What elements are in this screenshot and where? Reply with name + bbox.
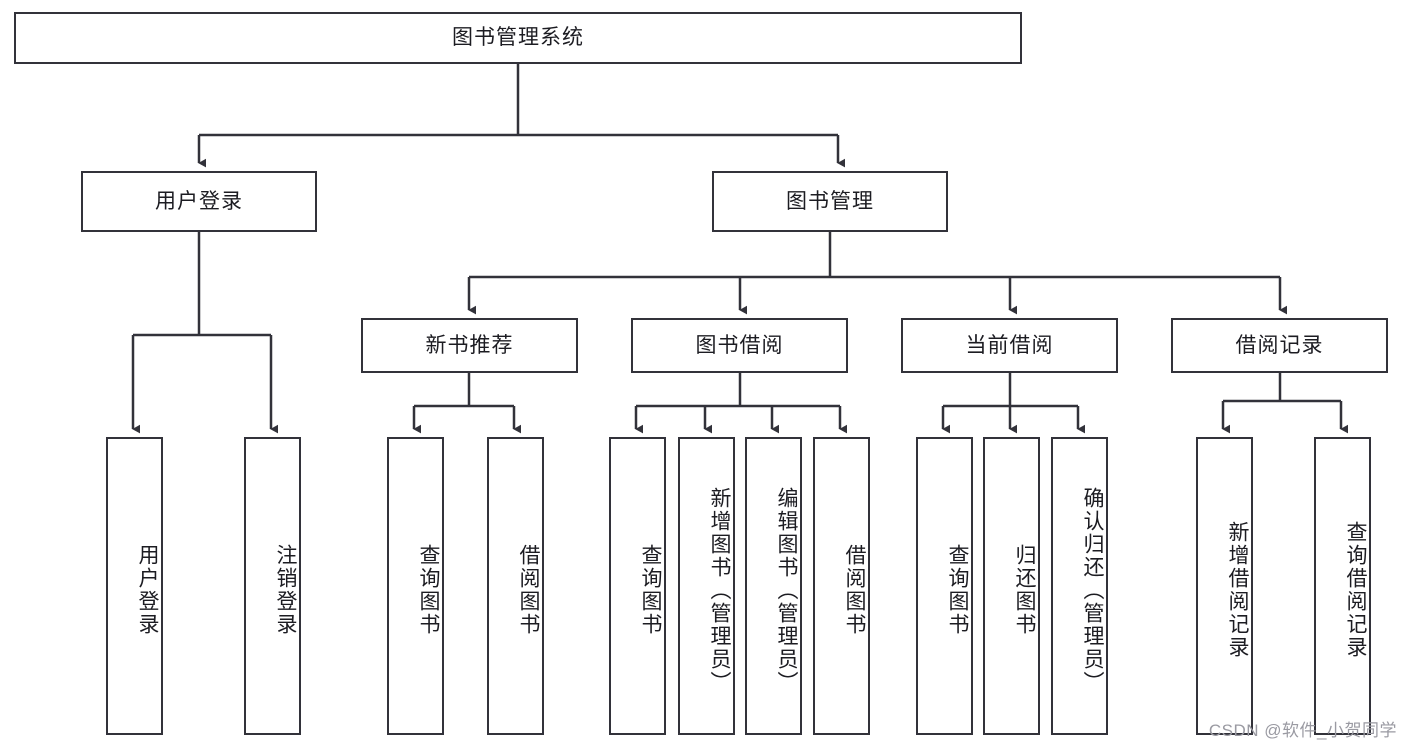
leaf-user-login[interactable]: 用户登录: [106, 437, 163, 735]
leaf-add-book-admin[interactable]: 新增图书（管理员）: [678, 437, 735, 735]
leaf-query-books-current[interactable]: 查询图书: [916, 437, 973, 735]
node-book-borrowing[interactable]: 图书借阅: [631, 318, 848, 373]
leaf-query-books-borrowing[interactable]: 查询图书: [609, 437, 666, 735]
node-label: 新增借阅记录: [1226, 521, 1249, 659]
leaf-query-books-new-recommend[interactable]: 查询图书: [387, 437, 444, 735]
csdn-watermark: CSDN @软件_小贺同学: [1208, 721, 1397, 740]
leaf-borrow-books-new-recommend[interactable]: 借阅图书: [487, 437, 544, 735]
leaf-borrow-books-borrowing[interactable]: 借阅图书: [813, 437, 870, 735]
node-label: 新增图书（管理员）: [708, 486, 731, 694]
leaf-add-borrowing-record[interactable]: 新增借阅记录: [1196, 437, 1253, 735]
node-label: 借阅记录: [1235, 333, 1324, 357]
node-label: 图书借阅: [695, 333, 784, 357]
node-label: 新书推荐: [425, 333, 514, 357]
leaf-return-books[interactable]: 归还图书: [983, 437, 1040, 735]
node-user-login[interactable]: 用户登录: [81, 171, 317, 232]
node-label: 查询借阅记录: [1344, 521, 1367, 659]
node-label: 查询图书: [946, 544, 969, 636]
node-label: 用户登录: [155, 189, 243, 213]
leaf-logout[interactable]: 注销登录: [244, 437, 301, 735]
node-label: 图书管理系统: [452, 26, 584, 50]
node-current-borrowing[interactable]: 当前借阅: [901, 318, 1118, 373]
node-label: 归还图书: [1013, 544, 1036, 636]
node-book-management[interactable]: 图书管理: [712, 171, 948, 232]
node-label: 借阅图书: [517, 544, 540, 636]
node-root-book-management-system[interactable]: 图书管理系统: [14, 12, 1022, 64]
leaf-query-borrowing-record[interactable]: 查询借阅记录: [1314, 437, 1371, 735]
node-label: 注销登录: [274, 544, 297, 636]
leaf-edit-book-admin[interactable]: 编辑图书（管理员）: [745, 437, 802, 735]
node-new-book-recommendation[interactable]: 新书推荐: [361, 318, 578, 373]
leaf-confirm-return-admin[interactable]: 确认归还（管理员）: [1051, 437, 1108, 735]
node-label: 编辑图书（管理员）: [775, 486, 798, 694]
node-label: 查询图书: [639, 544, 662, 636]
node-label: 确认归还（管理员）: [1081, 486, 1104, 694]
node-label: 查询图书: [417, 544, 440, 636]
node-label: 图书管理: [786, 189, 874, 213]
node-label: 当前借阅: [965, 333, 1054, 357]
node-label: 用户登录: [136, 544, 159, 636]
node-borrowing-records[interactable]: 借阅记录: [1171, 318, 1388, 373]
node-label: 借阅图书: [843, 544, 866, 636]
